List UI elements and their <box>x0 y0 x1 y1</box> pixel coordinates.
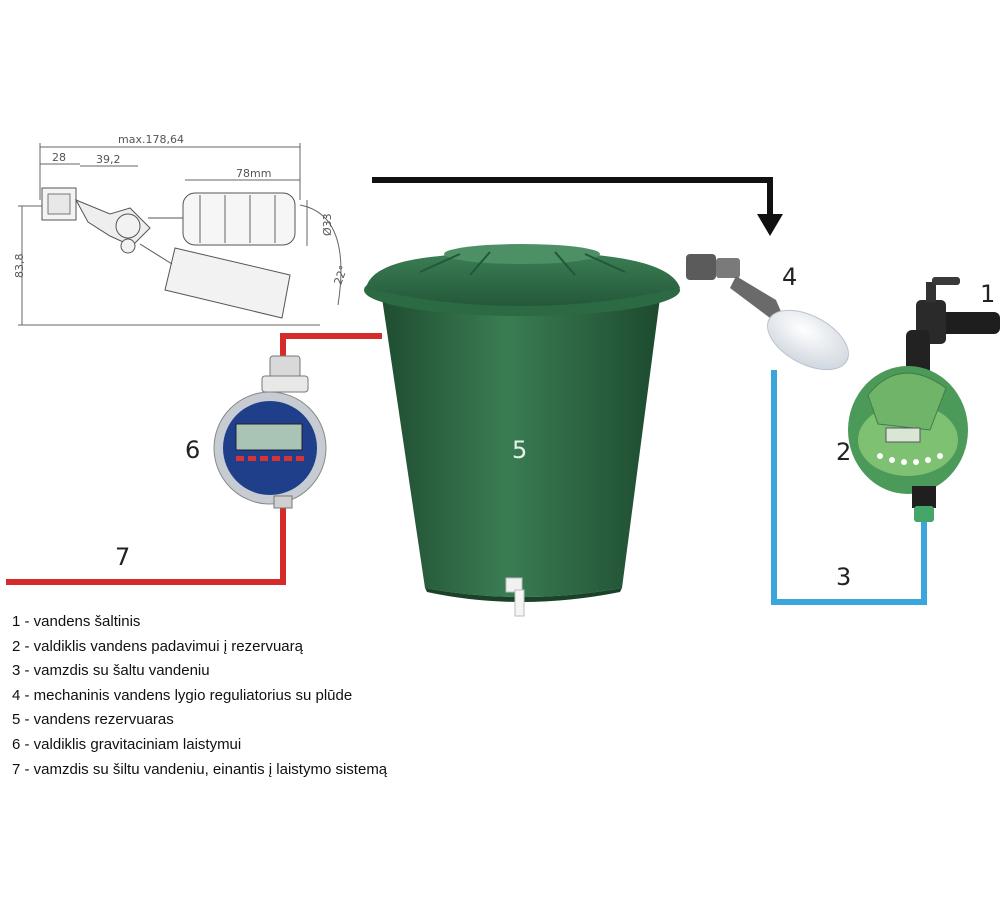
dim-39-label: 39,2 <box>96 153 121 166</box>
tap-stem <box>926 282 936 302</box>
warm-pipe-lower <box>6 500 286 585</box>
supply-arrow-line <box>372 177 773 218</box>
tap-pipe <box>930 312 1000 334</box>
legend-item: 3 - vamzdis su šaltu vandeniu <box>12 662 210 680</box>
angle-arc <box>299 204 342 306</box>
regulator-body <box>716 258 740 278</box>
barrel-body <box>382 298 660 597</box>
float-lowered-shape <box>164 247 291 319</box>
dim-78-label: 78mm <box>236 167 271 180</box>
regulator-nut <box>686 254 716 280</box>
controller6-buttons <box>236 456 304 461</box>
label-4: 4 <box>782 263 797 291</box>
controller6-screen <box>235 423 303 451</box>
supply-arrow <box>372 177 783 236</box>
tap-spout <box>906 330 930 376</box>
legend-item: 7 - vamzdis su šiltu vandeniu, einantis … <box>12 760 388 778</box>
label-5: 5 <box>512 436 527 464</box>
regulator-arm <box>730 276 782 318</box>
float-valve-technical-drawing <box>18 143 342 326</box>
label-3: 3 <box>836 563 851 591</box>
water-tap <box>906 277 1000 376</box>
barrel-tap <box>505 577 523 593</box>
barrel-bottom-rim <box>425 588 622 602</box>
technical-drawing-dimensions: max.178,64 28 39,2 78mm Ø33 83,8 22° <box>13 133 350 287</box>
dim-22-label: 22° <box>332 264 351 287</box>
label-7: 7 <box>115 543 130 571</box>
warm-pipe-upper <box>280 333 382 362</box>
barrel-tap-spout <box>514 589 525 617</box>
valve-pivot-small <box>120 238 136 254</box>
barrel-lid <box>366 250 680 306</box>
dim-83-label: 83,8 <box>13 254 26 279</box>
legend-item: 4 - mechaninis vandens lygio reguliatori… <box>12 686 353 704</box>
controller6-outlet <box>273 495 293 509</box>
label-2: 2 <box>836 438 851 466</box>
dim-max-label: max.178,64 <box>118 133 184 146</box>
controller2-connector <box>914 506 934 522</box>
controller2-screen <box>885 427 921 443</box>
water-barrel <box>364 244 680 617</box>
controller6-top-connector <box>269 355 301 379</box>
legend-item: 2 - valdiklis vandens padavimui į rezerv… <box>12 637 303 655</box>
barrel-lid-ribs <box>419 251 626 276</box>
regulator-float <box>767 309 849 371</box>
float-rod-lowered <box>139 243 173 265</box>
cold-water-pipe <box>771 370 927 605</box>
barrel-lid-top <box>444 244 600 264</box>
controller2-buttons <box>877 453 943 465</box>
legend-list: 1 - vandens šaltinis 2 - valdiklis vande… <box>12 610 387 782</box>
warm-water-pipe <box>6 333 382 585</box>
component-labels: 1 2 3 4 5 6 7 <box>115 263 995 591</box>
float-horizontal-shape <box>182 192 296 246</box>
gravity-irrigation-controller <box>213 355 327 509</box>
controller2-lid <box>867 372 947 431</box>
valve-nut-inner <box>47 193 71 215</box>
supply-arrow-head <box>757 214 783 236</box>
controller6-collar <box>261 375 309 393</box>
legend-item: 1 - vandens šaltinis <box>12 613 141 630</box>
label-1: 1 <box>980 280 995 308</box>
tap-handle <box>932 277 960 285</box>
legend-item: 6 - valdiklis gravitaciniam laistymui <box>12 735 242 753</box>
dim-28-label: 28 <box>52 151 66 164</box>
controller2-outlet <box>912 486 936 508</box>
float-level-regulator <box>686 254 849 371</box>
valve-pivot <box>115 213 141 239</box>
label-6: 6 <box>185 436 200 464</box>
dim-33-label: Ø33 <box>321 213 334 236</box>
legend-item: 5 - vandens rezervuaras <box>12 711 174 729</box>
supply-controller <box>848 366 968 522</box>
cold-pipe-line <box>771 370 927 605</box>
